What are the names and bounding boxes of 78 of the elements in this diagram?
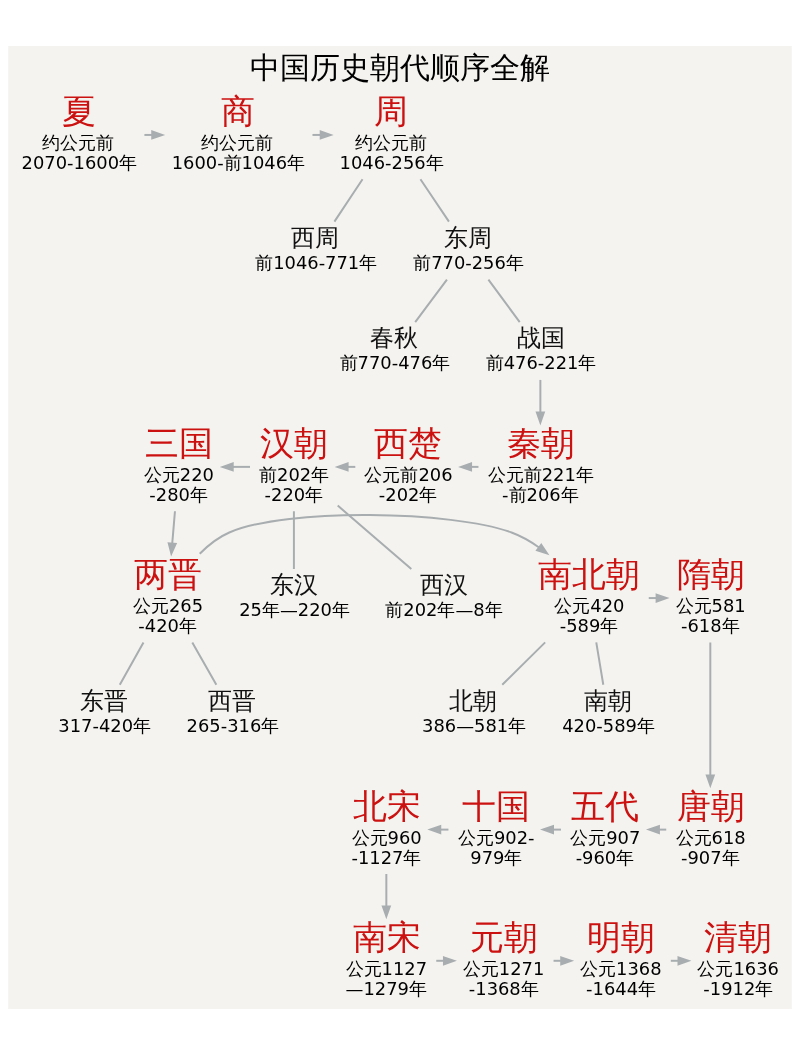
node-text: 元朝 xyxy=(469,918,538,958)
node-label: 公元907 -960年 xyxy=(570,826,641,868)
connector xyxy=(501,641,547,686)
node-label: 公元前206 -202年 xyxy=(364,464,453,506)
node-label: 公元1127 —1279年 xyxy=(345,958,428,999)
node-text: 五代 xyxy=(571,786,640,826)
connector xyxy=(414,278,448,324)
node-label: 前202年—8年 xyxy=(385,599,503,621)
node-text: 明朝 xyxy=(587,918,656,958)
arrow xyxy=(167,510,178,557)
arrow xyxy=(535,378,546,426)
node-text: 南朝 xyxy=(584,687,633,716)
node-text: 东周 xyxy=(443,223,492,252)
node-label: 公元265 -420年 xyxy=(132,595,204,637)
node-text: 西汉 xyxy=(419,571,468,600)
node-label: 317-420年 xyxy=(58,715,152,737)
node-label: 25年—220年 xyxy=(239,599,350,621)
arrow xyxy=(669,955,692,966)
connector xyxy=(333,178,364,223)
node-text: 十国 xyxy=(462,786,531,826)
node-label: 约公元前 1046-256年 xyxy=(339,132,444,174)
connector xyxy=(419,178,450,223)
node-label: 公元960 -1127年 xyxy=(351,826,422,868)
connector xyxy=(487,278,521,324)
node-text: 东汉 xyxy=(270,571,319,600)
node-label: 公元1636 -1912年 xyxy=(697,958,779,999)
node-label: 前476-221年 xyxy=(485,352,597,374)
node-label: 约公元前 1600-前1046年 xyxy=(171,132,306,174)
node-label: 前770-256年 xyxy=(413,252,524,274)
node-label: 公元902- 979年 xyxy=(457,826,535,868)
node-text: 南北朝 xyxy=(538,555,641,595)
node-text: 秦朝 xyxy=(506,424,575,464)
connector xyxy=(191,641,218,686)
node-label: 公元1368 -1644年 xyxy=(580,958,662,999)
node-label: 前202年 -220年 xyxy=(259,464,330,506)
node-text: 北朝 xyxy=(449,687,498,716)
node-text: 东晋 xyxy=(80,687,129,716)
node-label: 前770-476年 xyxy=(339,352,451,374)
arrow xyxy=(705,641,716,789)
connector xyxy=(118,641,145,686)
node-label: 420-589年 xyxy=(562,715,655,737)
node-text: 北宋 xyxy=(352,786,421,826)
connector xyxy=(292,510,295,570)
arrow xyxy=(198,514,550,556)
node-text: 南宋 xyxy=(352,918,421,958)
node-label: 公元618 -907年 xyxy=(675,826,746,868)
arrow xyxy=(219,462,251,472)
node-text: 春秋 xyxy=(370,324,419,353)
node-text: 清朝 xyxy=(704,918,773,958)
arrow xyxy=(647,593,670,603)
node-text: 西晋 xyxy=(208,687,257,716)
diagram-title: 中国历史朝代顺序全解 xyxy=(250,49,550,85)
node-text: 西楚 xyxy=(374,424,443,464)
node-text: 周 xyxy=(374,92,409,132)
node-text: 三国 xyxy=(144,424,213,464)
node-text: 隋朝 xyxy=(676,555,745,595)
node-text: 夏 xyxy=(61,92,96,132)
connector xyxy=(595,641,605,686)
node-label: 前1046-771年 xyxy=(255,252,378,274)
arrow xyxy=(435,955,457,966)
node-text: 汉朝 xyxy=(260,424,329,464)
arrow xyxy=(381,873,392,920)
node-text: 唐朝 xyxy=(676,786,745,826)
node-text: 战国 xyxy=(516,324,565,353)
node-label: 公元420 -589年 xyxy=(554,595,625,637)
node-label: 公元前221年 -前206年 xyxy=(487,464,594,506)
node-text: 商 xyxy=(220,92,255,132)
node-text: 两晋 xyxy=(133,555,202,595)
node-label: 公元220 -280年 xyxy=(143,464,214,506)
arrow xyxy=(311,130,334,140)
node-label: 公元581 -618年 xyxy=(675,595,746,637)
connector xyxy=(336,504,413,570)
node-label: 公元1271 -1368年 xyxy=(462,958,545,999)
node-label: 约公元前 2070-1600年 xyxy=(21,132,138,174)
arrow xyxy=(143,130,166,140)
node-text: 西周 xyxy=(291,223,340,252)
node-label: 386—581年 xyxy=(422,715,527,737)
node-label: 265-316年 xyxy=(186,715,280,737)
